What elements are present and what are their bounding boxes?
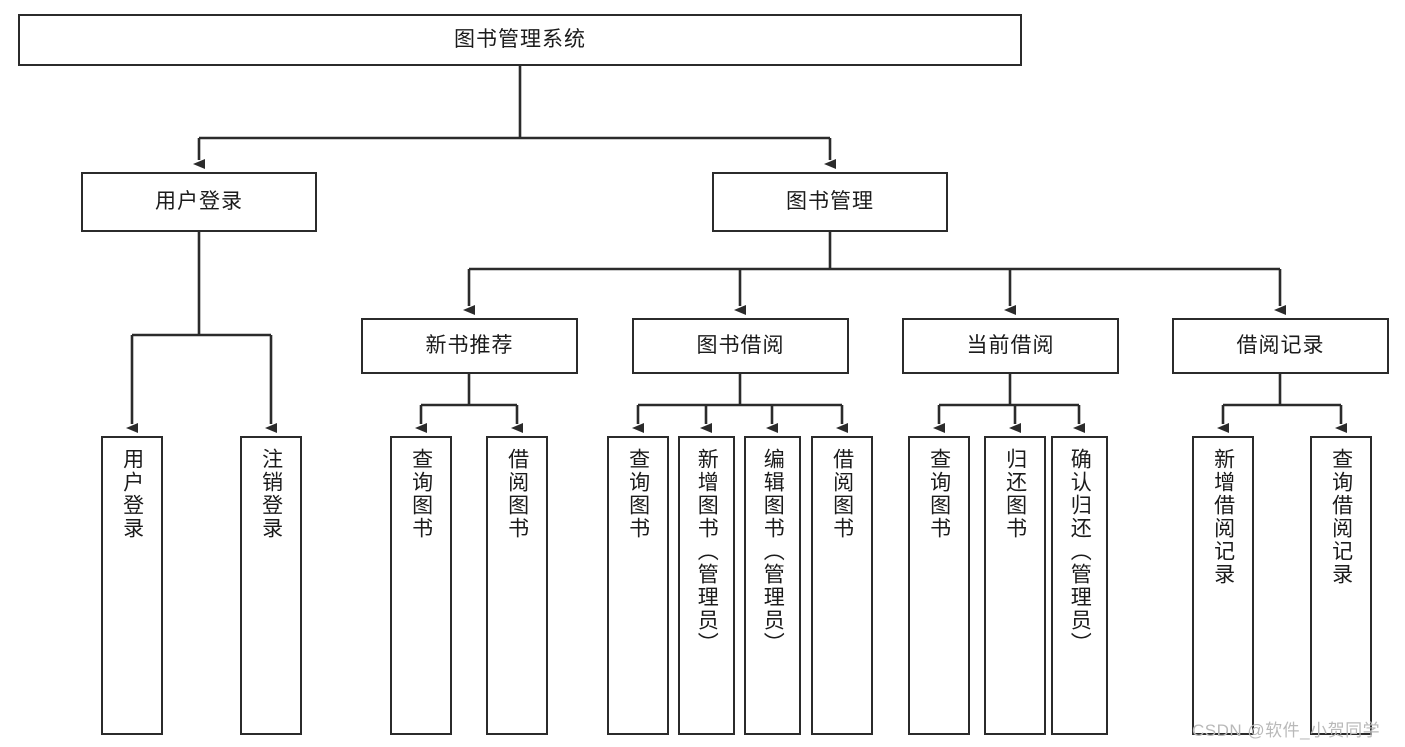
node-leaf-user-login[interactable]: 用户登录 [101,436,163,735]
csdn-watermark: CSDN @软件_小贺同学 [1192,721,1381,740]
node-label: 图书借阅 [696,334,785,358]
node-label: 借阅图书 [830,448,854,540]
node-label: 确认归还（管理员） [1068,448,1092,655]
node-user-login[interactable]: 用户登录 [81,172,317,232]
node-label: 图书管理系统 [454,28,586,52]
node-label: 编辑图书（管理员） [761,448,785,655]
node-leaf-query-record[interactable]: 查询借阅记录 [1310,436,1372,735]
node-label: 用户登录 [120,448,144,540]
node-leaf-query-book-1[interactable]: 查询图书 [390,436,452,735]
node-leaf-confirm-return[interactable]: 确认归还（管理员） [1051,436,1108,735]
node-root[interactable]: 图书管理系统 [18,14,1022,66]
node-leaf-user-logout[interactable]: 注销登录 [240,436,302,735]
node-leaf-add-record[interactable]: 新增借阅记录 [1192,436,1254,735]
node-leaf-return-book[interactable]: 归还图书 [984,436,1046,735]
node-label: 用户登录 [155,190,243,214]
node-label: 查询图书 [626,448,650,540]
node-leaf-add-book[interactable]: 新增图书（管理员） [678,436,735,735]
node-label: 查询图书 [409,448,433,540]
node-label: 借阅记录 [1236,334,1325,358]
node-label: 归还图书 [1003,448,1027,540]
node-book-manage[interactable]: 图书管理 [712,172,948,232]
node-label: 借阅图书 [505,448,529,540]
node-new-book-recommend[interactable]: 新书推荐 [361,318,578,374]
node-current-borrow[interactable]: 当前借阅 [902,318,1119,374]
node-label: 新增借阅记录 [1211,448,1235,586]
node-label: 查询借阅记录 [1329,448,1353,586]
node-leaf-query-book-2[interactable]: 查询图书 [607,436,669,735]
node-leaf-edit-book[interactable]: 编辑图书（管理员） [744,436,801,735]
node-leaf-borrow-book-2[interactable]: 借阅图书 [811,436,873,735]
node-leaf-query-book-3[interactable]: 查询图书 [908,436,970,735]
node-label: 图书管理 [786,190,874,214]
node-label: 新书推荐 [425,334,514,358]
node-label: 查询图书 [927,448,951,540]
node-leaf-borrow-book-1[interactable]: 借阅图书 [486,436,548,735]
node-borrow-record[interactable]: 借阅记录 [1172,318,1389,374]
node-label: 当前借阅 [966,334,1055,358]
node-label: 新增图书（管理员） [695,448,719,655]
node-label: 注销登录 [259,448,283,540]
node-book-borrow[interactable]: 图书借阅 [632,318,849,374]
